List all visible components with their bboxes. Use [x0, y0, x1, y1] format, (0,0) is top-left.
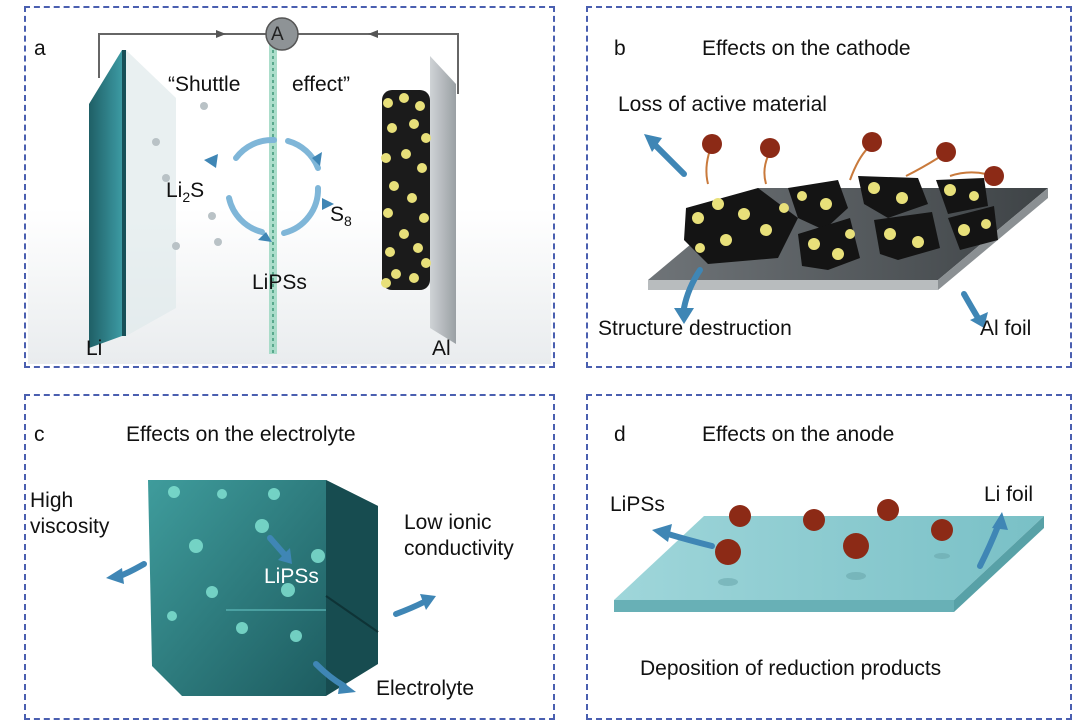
- panel-c-electrolyte-effects: c Effects on the electrolyte High viscos…: [24, 394, 555, 720]
- shuttle-particles: [152, 102, 222, 250]
- panel-b-arrowheads: [644, 134, 988, 328]
- li-electrode-edge: [122, 50, 126, 336]
- panel-d-letter: d: [614, 423, 626, 446]
- viscosity-label: viscosity: [30, 515, 110, 538]
- cube-front: [148, 480, 326, 696]
- li-electrode-label: Li: [86, 337, 103, 360]
- ammeter-label: A: [271, 24, 284, 45]
- li-foil-label: Li foil: [984, 483, 1034, 506]
- panel-d-anode-effects: d Effects on the anode LiPSs Li foil Dep…: [586, 394, 1072, 720]
- panel-a-shuttle-effect: a A “Shuttle effect” Li2S S8 LiPSs Li Al: [24, 6, 555, 368]
- wire-left: [98, 33, 266, 78]
- wire-right: [298, 33, 459, 94]
- li2s-text: Li: [166, 179, 183, 202]
- loss-label: Loss of active material: [618, 93, 827, 116]
- structure-label: Structure destruction: [598, 317, 792, 340]
- deposition-label: Deposition of reduction products: [640, 657, 942, 680]
- cathode-coating: [382, 90, 430, 290]
- panel-c-illustration: [106, 480, 436, 696]
- panel-a-letter: a: [34, 37, 46, 60]
- li-electrode: [89, 50, 122, 348]
- wire-arrow-right: [368, 30, 378, 38]
- al-foil-label: Al foil: [980, 317, 1032, 340]
- cube-side: [326, 480, 378, 696]
- cube-crack: [325, 595, 379, 633]
- panel-b-cathode-effects: b Effects on the cathode Loss of active …: [586, 6, 1072, 368]
- high-label: High: [30, 489, 74, 512]
- electrolyte-label: Electrolyte: [376, 677, 475, 700]
- panel-b-letter: b: [614, 37, 626, 60]
- shuttle-label-right: effect”: [292, 73, 350, 96]
- panel-d-illustration: [614, 499, 1044, 612]
- panel-b-arrows: [651, 141, 981, 321]
- panel-d-title: Effects on the anode: [702, 423, 895, 446]
- ammeter: [265, 17, 299, 51]
- shuttle-arrowheads: [204, 152, 334, 242]
- conductivity-label: conductivity: [404, 537, 514, 560]
- s8-text: S: [330, 203, 345, 226]
- sulfur-particles: [381, 93, 431, 288]
- cube-lipss-particles: [167, 486, 325, 642]
- cathode-fragments: [684, 176, 998, 270]
- lipss-label-d: LiPSs: [610, 493, 665, 516]
- panel-a-illustration: [28, 17, 551, 364]
- low-ionic-label: Low ionic: [404, 511, 492, 534]
- cathode-sulfur: [692, 182, 991, 260]
- polysulfide-particles: [702, 132, 1004, 186]
- s8-subscript: 8: [344, 213, 352, 230]
- al-foil-edge: [648, 280, 938, 290]
- panel-b-title: Effects on the cathode: [702, 37, 911, 60]
- particle-reflections: [718, 553, 950, 586]
- panel-d-arrows: [665, 523, 1001, 569]
- separator: [269, 44, 277, 354]
- li2s-subscript: 2: [182, 189, 191, 206]
- li-foil-edge: [614, 600, 954, 612]
- shuttle-label-left: “Shuttle: [168, 73, 241, 96]
- al-electrode: [430, 56, 456, 344]
- panel-c-title: Effects on the electrolyte: [126, 423, 356, 446]
- wire-arrow-left: [216, 30, 226, 38]
- li-electrode-face: [126, 50, 176, 336]
- li-foil-side: [954, 516, 1044, 612]
- li2s-label: Li2S: [166, 180, 204, 204]
- s8-label: S8: [330, 204, 352, 228]
- panel-b-illustration: [644, 132, 1048, 328]
- shuttle-cycle-arrows: [226, 136, 322, 236]
- lipss-label-a: LiPSs: [252, 271, 307, 294]
- lipss-label-c: LiPSs: [264, 565, 319, 588]
- al-electrode-label: Al: [432, 337, 451, 360]
- deposited-particles: [715, 499, 953, 565]
- panel-c-arrowheads: [106, 548, 436, 694]
- panel-d-arrowheads: [652, 512, 1008, 542]
- li2s-text-end: S: [190, 179, 205, 202]
- panel-c-letter: c: [34, 423, 45, 446]
